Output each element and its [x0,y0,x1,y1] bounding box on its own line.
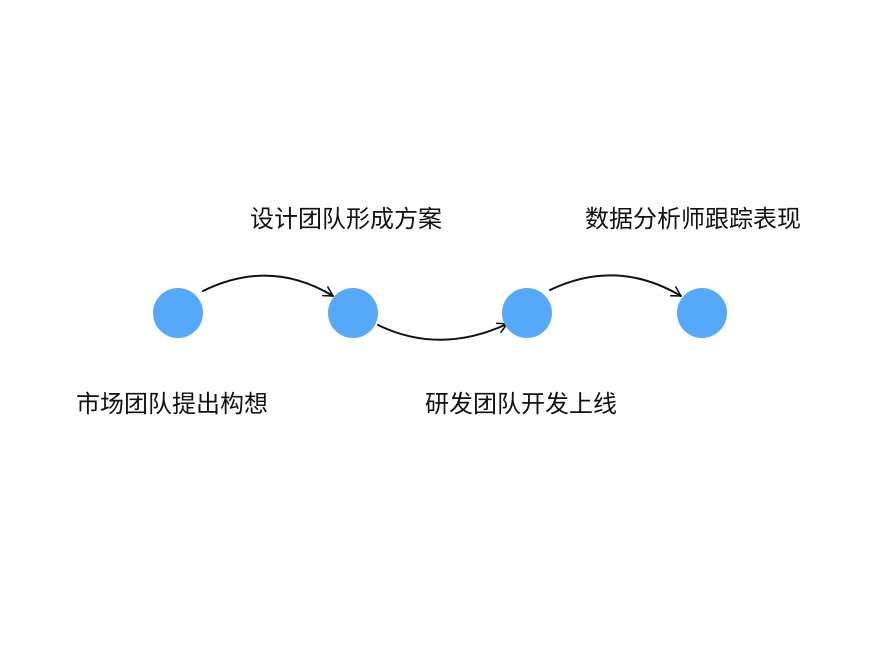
flow-arrow-1-to-2 [202,274,334,297]
step-node-2 [328,288,378,338]
flow-arrow-3-to-4 [549,274,682,297]
step-node-3 [502,288,552,338]
step-label-4: 数据分析师跟踪表现 [585,205,801,233]
step-label-1: 市场团队提出构想 [76,390,268,418]
flow-arrow-2-to-3 [377,322,508,341]
step-label-2: 设计团队形成方案 [250,205,442,233]
step-label-3: 研发团队开发上线 [425,390,617,418]
step-node-1 [153,288,203,338]
step-node-4 [677,288,727,338]
